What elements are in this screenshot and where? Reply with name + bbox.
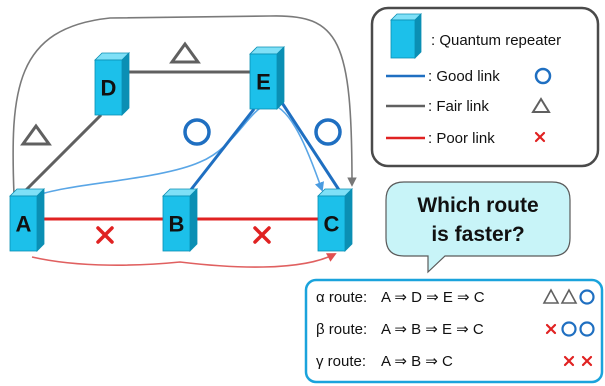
cross-icon	[545, 323, 557, 335]
cross-icon	[581, 355, 593, 367]
node-label-A: A	[16, 212, 32, 237]
cross-icon	[96, 226, 114, 244]
question-line-1: Which route	[417, 194, 538, 217]
repeater-node-C: C	[317, 188, 353, 252]
legend-poor-label: : Poor link	[428, 130, 495, 147]
link-E-C	[271, 88, 345, 197]
cross-icon	[534, 131, 546, 143]
route-name: β route:	[316, 321, 367, 338]
triangle-icon	[20, 123, 52, 146]
repeater-node-E: E	[249, 46, 285, 110]
question-line-2: is faster?	[431, 223, 524, 246]
cross-icon	[253, 226, 271, 244]
repeater-node-B: B	[162, 188, 198, 252]
triangle-icon	[169, 41, 201, 64]
route-path: A ⇒ B ⇒ E ⇒ C	[381, 321, 484, 338]
circle-icon	[579, 289, 595, 305]
legend: : Quantum repeater : Good link : Fair li…	[370, 6, 600, 168]
link-B-E	[184, 108, 256, 197]
triangle-icon	[531, 97, 551, 113]
repeater-node-A: A	[9, 188, 45, 252]
link-A-D	[18, 113, 103, 198]
beta-route-arrow	[34, 103, 324, 197]
legend-good-label: : Good link	[428, 68, 500, 85]
circle-icon	[561, 321, 577, 337]
routes-panel: α route: A ⇒ D ⇒ E ⇒ C β route: A ⇒ B ⇒ E ⇒…	[304, 278, 604, 384]
gamma-route-arrow	[31, 253, 337, 268]
circle-icon	[579, 321, 595, 337]
question-callout: Which route is faster?	[385, 181, 571, 274]
route-name: γ route:	[316, 353, 366, 370]
node-label-B: B	[169, 212, 185, 237]
route-row: γ route: A ⇒ B ⇒ C	[316, 353, 593, 370]
repeater-node-D: D	[94, 52, 130, 116]
route-row: α route: A ⇒ D ⇒ E ⇒ C	[316, 288, 595, 306]
route-path: A ⇒ D ⇒ E ⇒ C	[381, 289, 485, 306]
route-name: α route:	[316, 289, 367, 306]
route-row: β route: A ⇒ B ⇒ E ⇒ C	[316, 321, 595, 338]
circle-icon	[183, 118, 211, 146]
node-label-D: D	[101, 76, 117, 101]
triangle-icon	[542, 288, 560, 304]
node-label-C: C	[324, 212, 340, 237]
node-label-E: E	[256, 70, 271, 95]
legend-fair-label: : Fair link	[428, 98, 489, 115]
triangle-icon	[560, 288, 578, 304]
cross-icon	[563, 355, 575, 367]
repeater-legend-icon	[390, 13, 422, 59]
route-path: A ⇒ B ⇒ C	[381, 353, 453, 370]
alpha-route-arrow	[12, 15, 357, 196]
circle-icon	[314, 118, 342, 146]
legend-repeater-label: : Quantum repeater	[431, 32, 561, 49]
circle-icon	[534, 67, 552, 85]
